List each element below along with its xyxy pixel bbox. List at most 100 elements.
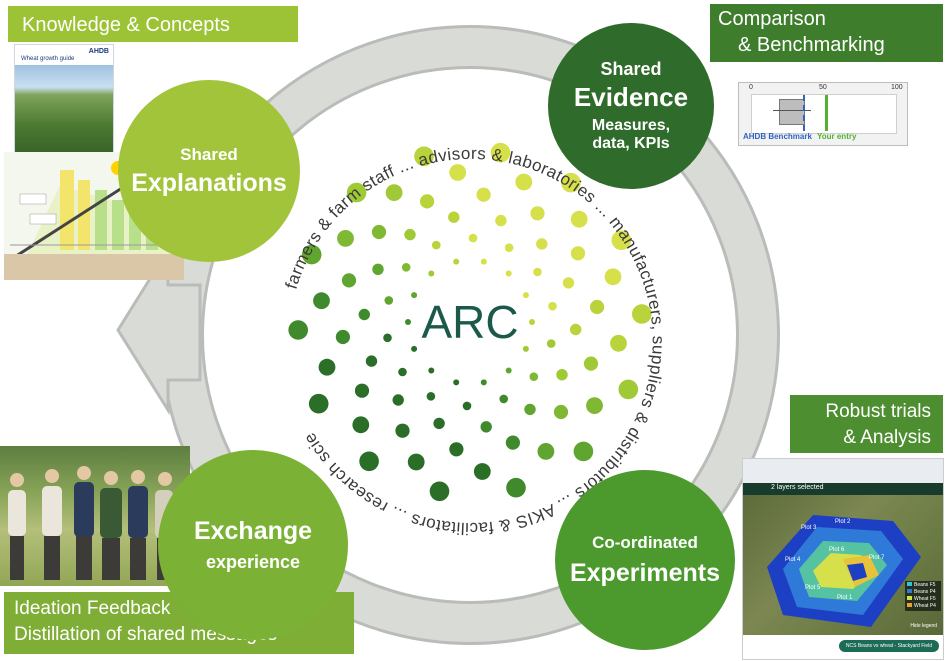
spiral-dot: [313, 292, 330, 310]
spiral-dot: [301, 244, 322, 265]
benchmark-range-box: [779, 99, 805, 125]
spiral-dot: [395, 423, 410, 438]
banner-comparison-line2: & Benchmarking: [738, 34, 885, 56]
spiral-dot: [358, 308, 370, 321]
spiral-dot: [480, 379, 487, 386]
spiral-dot: [529, 372, 539, 382]
spiral-dot: [405, 319, 411, 325]
spiral-dot: [449, 442, 464, 457]
spiral-dot: [610, 334, 627, 352]
booklet-title: Wheat growth guide: [21, 56, 75, 62]
map-header: 2 layers selected: [743, 483, 943, 495]
banner-comparison: Comparison & Benchmarking: [710, 4, 943, 62]
spiral-dot: [611, 230, 632, 251]
node-experiments-line1: Co-ordinated: [592, 532, 698, 552]
spiral-dot: [530, 206, 545, 221]
spiral-dot: [499, 394, 509, 404]
spiral-dot: [522, 292, 529, 299]
spiral-dot: [341, 273, 357, 288]
node-evidence-line4: data, KPIs: [592, 135, 670, 152]
spiral-dot: [462, 401, 472, 411]
map-plot-label: Plot 5: [805, 585, 821, 591]
spiral-dot: [495, 214, 507, 227]
node-exchange-experience: Exchange experience: [158, 450, 348, 640]
spiral-dot: [480, 421, 492, 433]
map-hide-legend[interactable]: Hide legend: [910, 623, 937, 629]
map-plot-label: Plot 4: [785, 557, 801, 563]
spiral-dot: [449, 164, 467, 181]
spiral-dot: [468, 233, 478, 243]
map-plot-label: Plot 3: [801, 525, 817, 531]
ring-text-top: farmers & farm staff ... advisors & labo…: [282, 144, 616, 291]
spiral-dot: [548, 301, 557, 311]
booklet-brand: AHDB: [88, 48, 109, 55]
map-header-text: 2 layers selected: [771, 484, 824, 491]
spiral-dot: [618, 379, 639, 400]
node-shared-explanations: Shared Explanations: [118, 80, 300, 262]
spiral-dot: [476, 187, 491, 202]
node-evidence-line2: Evidence: [573, 82, 689, 112]
benchmark-axis: [751, 94, 897, 134]
spiral-dot: [428, 270, 435, 277]
spiral-dot: [420, 194, 435, 209]
spiral-dot: [553, 404, 569, 420]
benchmark-legend-ahdb: AHDB Benchmark: [743, 132, 812, 141]
wheat-field-photo: [15, 65, 113, 165]
spiral-dot: [433, 417, 445, 430]
spiral-dot: [383, 333, 392, 343]
spiral-dot: [407, 453, 425, 471]
spiral-dot: [308, 393, 329, 414]
map-footer-chip[interactable]: NCS Beans vs wheat - Stackyard Field: [839, 640, 939, 652]
banner-ideation-line1: Ideation Feedback: [14, 598, 171, 619]
spiral-dot: [411, 292, 418, 299]
spiral-dot: [426, 392, 436, 401]
spiral-dot: [337, 230, 354, 247]
spiral-dot: [432, 240, 441, 250]
center-label: ARC: [421, 296, 519, 348]
spiral-dot: [371, 224, 387, 240]
banner-robust-line2: & Analysis: [843, 427, 931, 448]
booklet-header: AHDB Wheat growth guide: [15, 45, 113, 65]
wheat-growth-guide-image: AHDB Wheat growth guide: [14, 44, 114, 168]
banner-robust: Robust trials & Analysis: [790, 395, 943, 453]
spiral-dot: [536, 238, 548, 250]
node-experiments-line2: Experiments: [569, 558, 721, 587]
spiral-dot: [505, 367, 512, 374]
spiral-dot: [392, 394, 404, 406]
spiral-dot: [384, 296, 394, 305]
benchmark-legend-entry: Your entry: [817, 132, 857, 141]
spiral-dot: [359, 451, 379, 472]
banner-robust-line1: Robust trials: [825, 401, 931, 422]
spiral-dot: [524, 403, 536, 416]
legend-item: Wheat P4: [907, 603, 939, 610]
benchmark-tick-100: 100: [891, 84, 903, 91]
map-plot-label: Plot 7: [869, 555, 885, 561]
map-plot-label: Plot 2: [835, 519, 851, 525]
spiral-dot: [414, 146, 434, 167]
spiral-dot: [318, 358, 336, 376]
spiral-dot: [354, 383, 370, 398]
your-entry-line: [825, 95, 828, 131]
spiral-dot: [411, 345, 418, 352]
spiral-dot: [448, 211, 460, 223]
legend-item: Wheat F5: [907, 596, 939, 603]
spiral-dot: [490, 142, 511, 163]
spiral-dot: [590, 299, 605, 315]
spiral-dot: [561, 172, 581, 193]
node-explanations-line1: Shared: [180, 144, 238, 164]
spiral-dot: [546, 339, 556, 348]
node-coordinated-experiments: Co-ordinated Experiments: [555, 470, 735, 650]
spiral-dot: [533, 267, 542, 277]
spiral-dot: [586, 397, 603, 414]
node-evidence-line3: Measures,: [591, 117, 671, 134]
spiral-dot: [428, 367, 435, 374]
benchmark-chart: 0 50 100 AHDB Benchmark Your entry: [738, 82, 908, 146]
spiral-dot: [506, 477, 526, 498]
spiral-dot: [372, 263, 384, 275]
legend-item: Beans P4: [907, 589, 939, 596]
spiral-dot: [480, 258, 487, 265]
banner-knowledge: Knowledge & Concepts: [8, 6, 298, 42]
spiral-dot: [504, 243, 514, 252]
spiral-dot: [453, 379, 460, 386]
spiral-dot: [505, 435, 520, 450]
